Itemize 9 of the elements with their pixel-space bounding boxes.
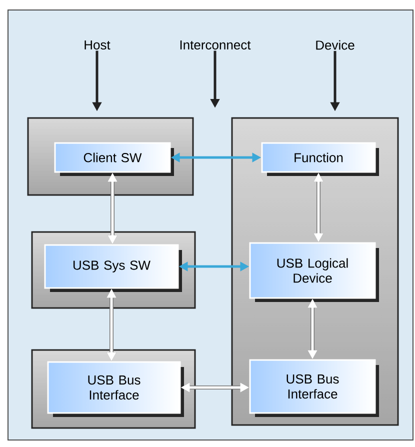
heading: Device xyxy=(316,40,354,50)
component-box: USB Logical Device xyxy=(249,242,379,302)
heading: Interconnect xyxy=(180,40,251,50)
heading: Host xyxy=(84,40,110,50)
component-box: USB Bus Interface xyxy=(47,361,184,417)
component-box: USB Bus Interface xyxy=(249,359,379,417)
component-box: Function xyxy=(261,142,379,176)
component-box: USB Sys SW xyxy=(44,244,182,292)
component-box: Client SW xyxy=(54,142,174,176)
